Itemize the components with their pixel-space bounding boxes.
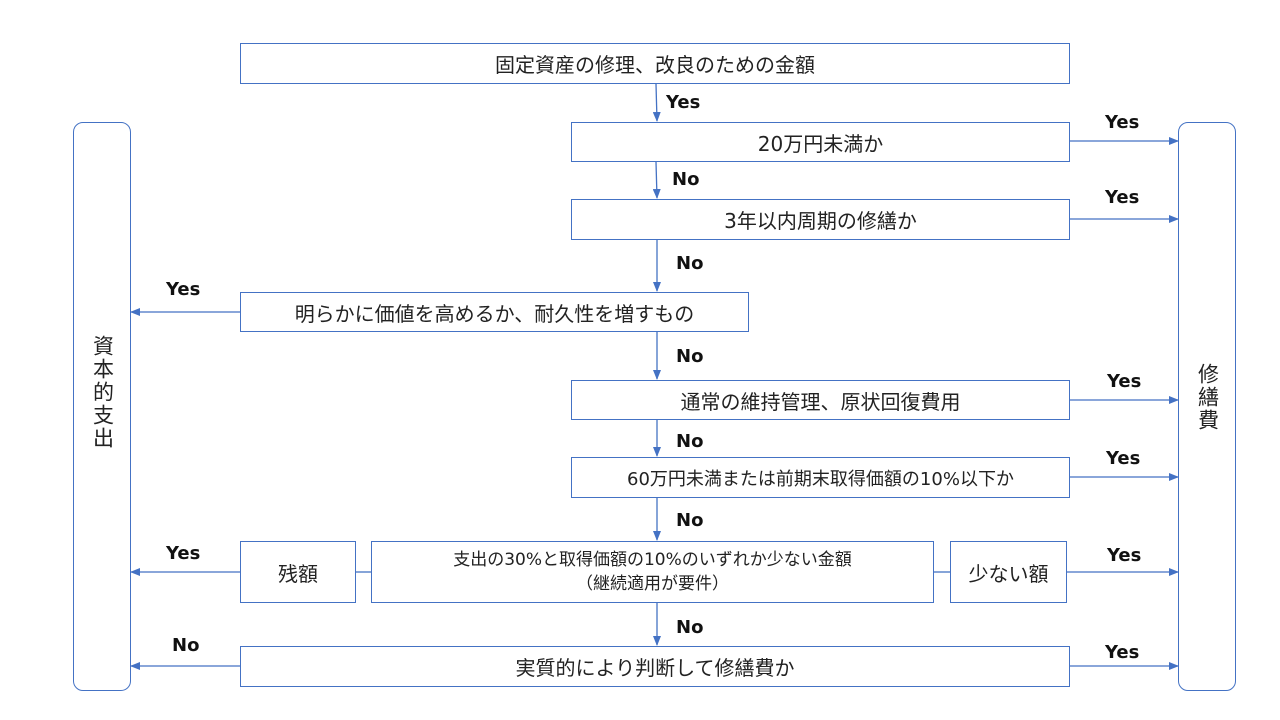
label-no-q2: No (676, 253, 704, 274)
question-3-year-cycle-text: 3年以内周期の修繕か (724, 209, 917, 233)
question-substantive-text: 実質的により判断して修繕費か (515, 656, 795, 680)
arrow-q1-to-q2 (652, 161, 661, 199)
label-no-q5: No (676, 510, 704, 531)
capital-expenditure-label: 資本的支出 (90, 335, 115, 450)
question-under-600k-text: 60万円未満または前期末取得価額の10%以下か (627, 468, 1014, 490)
label-no-q6: No (676, 617, 704, 638)
repair-expense-label: 修繕費 (1195, 363, 1220, 432)
question-substantive-box: 実質的により判断して修繕費か (240, 646, 1070, 687)
label-yes-q3-left: Yes (166, 279, 201, 300)
start-text: 固定資産の修理、改良のための金額 (495, 53, 815, 77)
question-maintenance-text: 通常の維持管理、原状回復費用 (680, 389, 961, 414)
question-maintenance-box: 通常の維持管理、原状回復費用 (571, 380, 1070, 420)
label-yes-start: Yes (666, 92, 701, 113)
capital-expenditure-box: 資本的支出 (73, 122, 131, 691)
label-yes-residual: Yes (166, 543, 201, 564)
thirty-percent-rule-text: 支出の30%と取得価額の10%のいずれか少ない金額 (453, 550, 852, 570)
continuous-application-note: （継続適用が要件） (575, 574, 729, 594)
label-yes-q1: Yes (1105, 112, 1140, 133)
residual-box: 残額 (240, 541, 356, 603)
label-no-q7-left: No (172, 635, 200, 656)
repair-expense-box: 修繕費 (1178, 122, 1236, 691)
label-yes-q5: Yes (1106, 448, 1141, 469)
arrow-start-to-q1 (652, 83, 661, 122)
question-value-increase-text: 明らかに価値を高めるか、耐久性を増すもの (294, 301, 695, 326)
label-no-q3: No (676, 346, 704, 367)
label-yes-q7-right: Yes (1105, 642, 1140, 663)
question-3-year-cycle-box: 3年以内周期の修繕か (571, 199, 1070, 240)
smaller-amount-box: 少ない額 (950, 541, 1067, 603)
start-box: 固定資産の修理、改良のための金額 (240, 43, 1070, 84)
question-value-increase-box: 明らかに価値を高めるか、耐久性を増すもの (240, 292, 749, 332)
question-under-600k-box: 60万円未満または前期末取得価額の10%以下か (571, 457, 1070, 498)
label-no-q1: No (672, 169, 700, 190)
label-yes-smaller: Yes (1107, 545, 1142, 566)
question-under-200k-box: 20万円未満か (571, 122, 1070, 162)
question-under-200k-text: 20万円未満か (757, 131, 884, 156)
label-yes-q2: Yes (1105, 187, 1140, 208)
residual-text: 残額 (278, 561, 318, 586)
label-yes-q4: Yes (1107, 371, 1142, 392)
smaller-amount-text: 少ない額 (968, 561, 1049, 586)
thirty-percent-rule-box: 支出の30%と取得価額の10%のいずれか少ない金額 （継続適用が要件） (371, 541, 934, 603)
label-no-q4: No (676, 431, 704, 452)
